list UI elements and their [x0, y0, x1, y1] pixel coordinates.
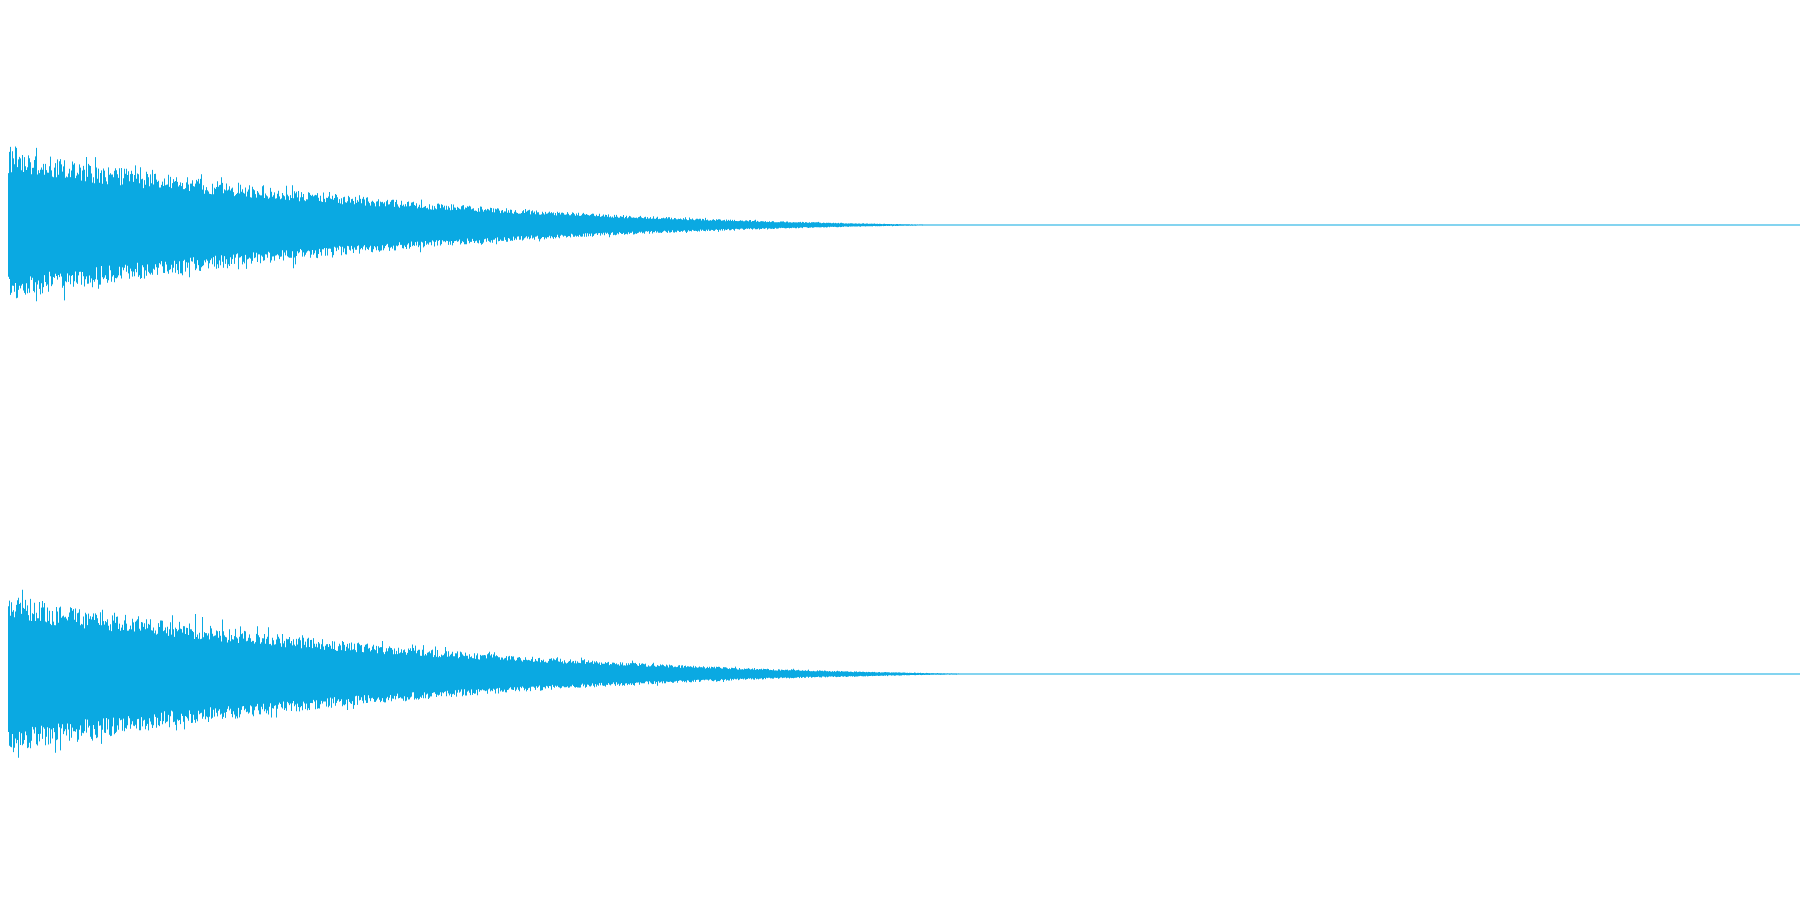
waveform-peaks — [8, 589, 978, 758]
waveform-peaks — [8, 146, 941, 302]
waveform-left-svg — [8, 146, 1800, 302]
waveform-channel-right — [0, 450, 1800, 900]
waveform-path — [8, 146, 941, 302]
waveform-path — [8, 589, 978, 758]
waveform-channel-left — [8, 146, 1800, 302]
waveform-right-svg — [8, 589, 1800, 758]
